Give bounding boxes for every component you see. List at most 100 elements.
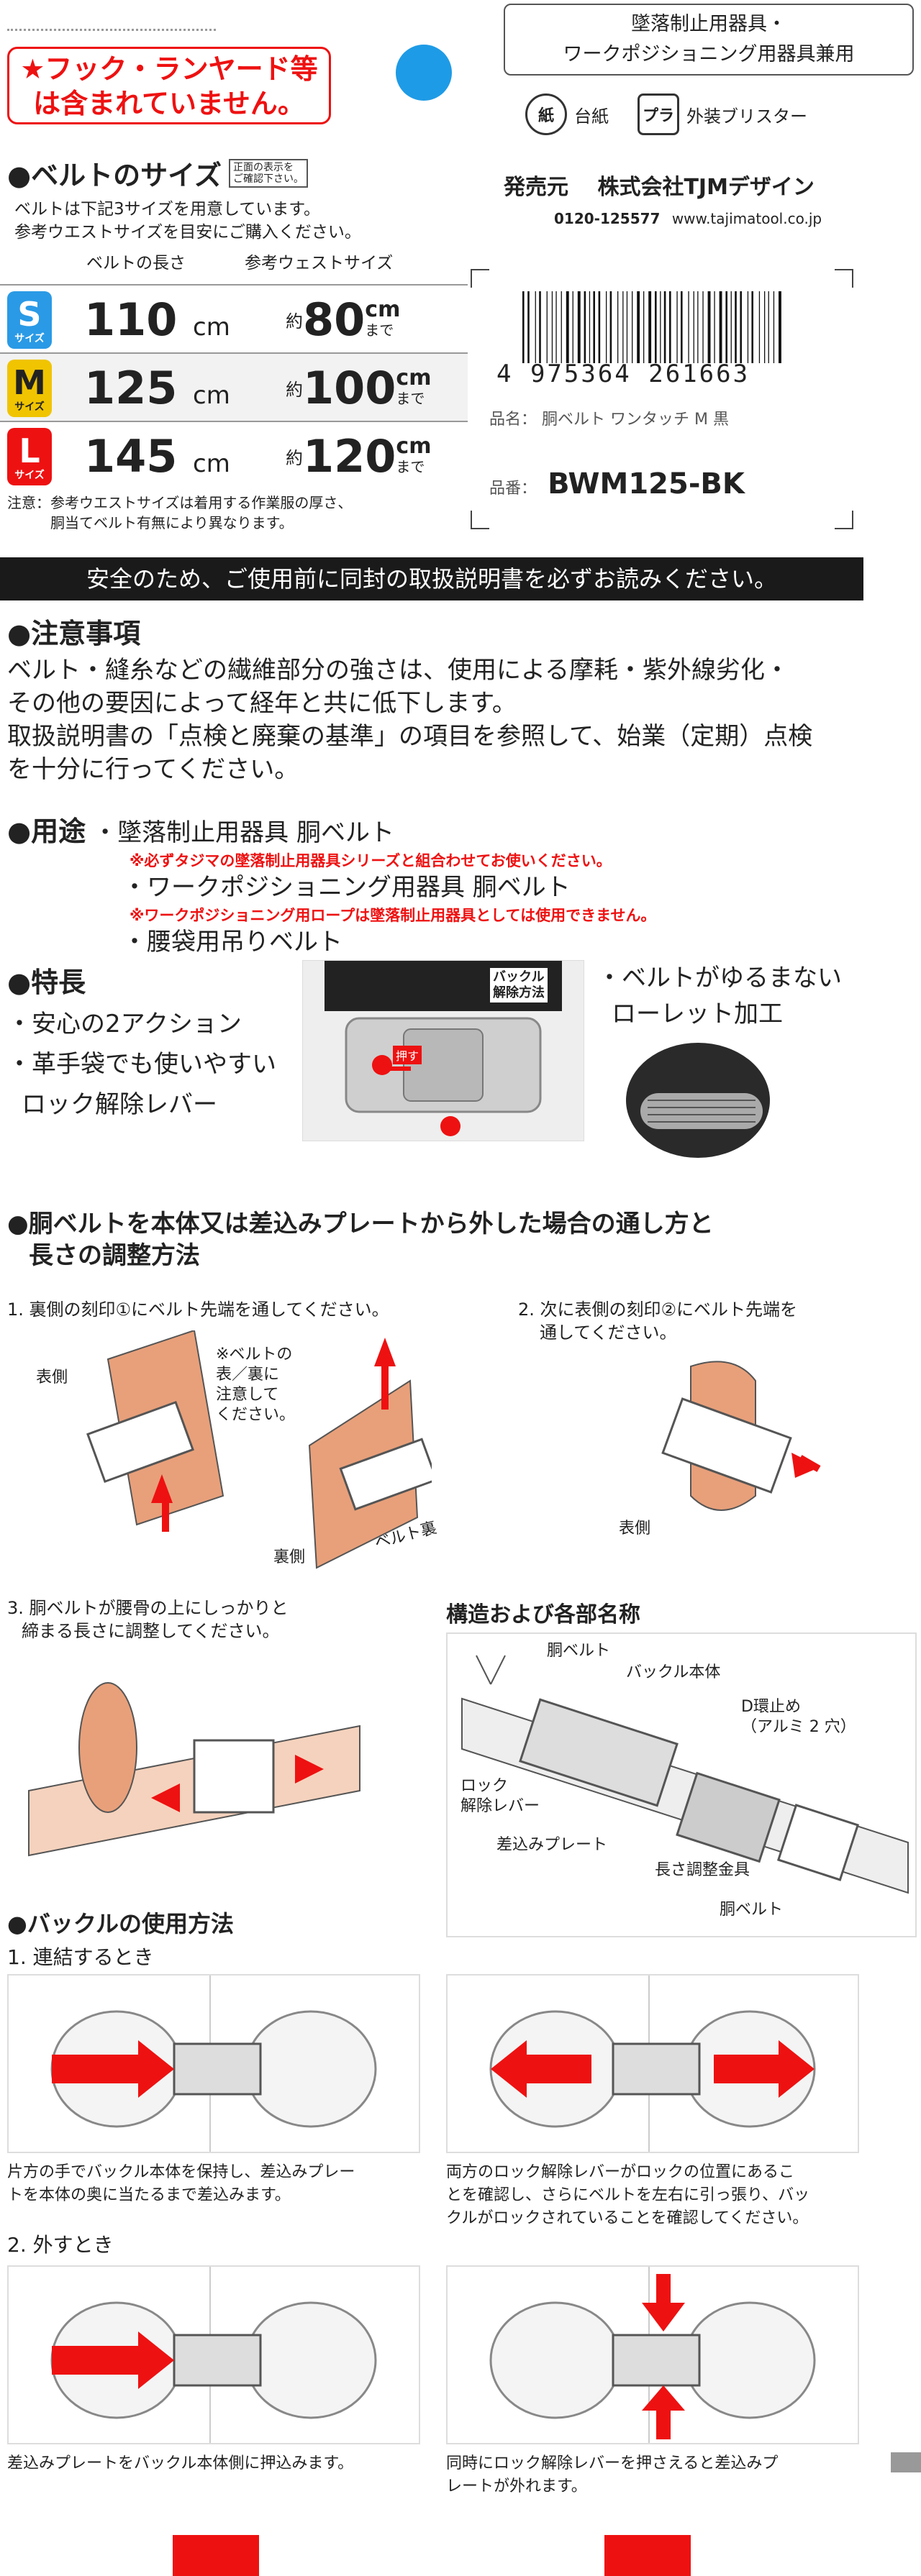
barcode-bar — [660, 291, 661, 363]
feature-1: ・安心の2アクション — [7, 1010, 242, 1038]
buckle-label-1: バックル — [493, 969, 545, 985]
barcode-bar — [577, 291, 581, 363]
length-unit: cm — [193, 449, 230, 478]
d-ring-1: D環止め — [741, 1698, 801, 1716]
step-2-line-2: 通してください。 — [540, 1323, 677, 1343]
usage-line-1: 墜落制止用器具・ — [631, 13, 786, 35]
note-3: 注意して — [216, 1386, 279, 1404]
waist-cm: cm — [365, 296, 401, 322]
seller-label: 発売元 — [504, 175, 568, 200]
warning-line-2: は含まれていません。 — [33, 88, 305, 119]
connect-heading: 1. 連結するとき — [7, 1945, 154, 1969]
release-illustration-1 — [7, 2265, 420, 2444]
belt-length: 125 cm — [84, 362, 235, 414]
barcode-bar — [669, 291, 671, 363]
barcode-bar — [688, 291, 689, 363]
connect-illustration-2 — [446, 1974, 859, 2153]
barcode-bar — [643, 291, 645, 363]
usage-type-box: 墜落制止用器具・ ワークポジショニング用器具兼用 — [504, 4, 914, 76]
structure-title: 構造および各部名称 — [446, 1602, 640, 1627]
desc-line-2: 参考ウエストサイズを目安にご購入ください。 — [14, 223, 361, 242]
barcode-bar — [764, 291, 766, 363]
structure-graphic — [461, 1655, 909, 1894]
waist-value: 120 — [303, 430, 396, 483]
note-4: ください。 — [216, 1406, 296, 1424]
step-2: 2. 次に表側の刻印②にベルト先端を 通してください。 — [518, 1298, 797, 1344]
struct-lock: ロック 解除レバー — [460, 1776, 540, 1817]
size-letter: L — [19, 431, 40, 470]
barcode-bar — [606, 291, 607, 363]
barcode-bar — [539, 291, 541, 363]
barcode-bar — [546, 291, 548, 363]
push-label: 押す — [393, 1046, 422, 1064]
title-note-1: 正面の表示を — [233, 161, 294, 173]
use-note-1: ※必ずタジマの墜落制止用器具シリーズと組合わせてお使いください。 — [130, 852, 612, 869]
note-line-1: 注意：参考ウエストサイズは着用する作業服の厚さ、 — [7, 494, 353, 511]
release-heading: 2. 外すとき — [7, 2233, 114, 2257]
barcode-bar — [566, 291, 569, 363]
step-1-note: ※ベルトの 表／裏に 注意して ください。 — [216, 1345, 295, 1425]
barcode-bar — [609, 291, 612, 363]
caution-line-3: 取扱説明書の「点検と廃棄の基準」の項目を参照して、始業（定期）点検 — [7, 722, 813, 751]
barcode-bar — [551, 291, 553, 363]
use-title: ●用途 — [7, 816, 86, 847]
belt-size-title: ●ベルトのサイズ — [7, 160, 222, 191]
feature-3: ロック解除レバー — [22, 1090, 217, 1119]
buckle-release-photo: バックル 解除方法 押す — [302, 960, 584, 1141]
lock-1: ロック — [460, 1777, 509, 1795]
step-1-illustration — [86, 1330, 432, 1569]
barcode-bar — [779, 291, 781, 363]
barcode-bar — [676, 291, 678, 363]
barcode-bar — [593, 291, 595, 363]
barcode-bar — [697, 291, 699, 363]
threading-title-1: ●胴ベルトを本体又は差込みプレートから外した場合の通し方と — [7, 1210, 714, 1238]
belt-size-heading: ●ベルトのサイズ 正面の表示を ご確認下さい。 — [7, 153, 309, 193]
approx-label: 約 — [286, 380, 303, 400]
r2-line-1: 同時にロック解除レバーを押さえると差込みプ — [446, 2454, 779, 2472]
product-name-label: 品名： — [489, 411, 537, 429]
front-label-2: 表側 — [619, 1520, 651, 1538]
feature-2: ・革手袋でも使いやすい — [7, 1050, 276, 1079]
length-unit: cm — [193, 381, 230, 410]
barcode-bar — [648, 291, 652, 363]
release-illustration-2 — [446, 2265, 859, 2444]
c1-line-2: トを本体の奥に当たるまで差込みます。 — [7, 2186, 291, 2204]
buckle-use-section: ●バックルの使用方法 1. 連結するとき — [7, 1906, 234, 1970]
struct-d-ring: D環止め （アルミ 2 穴） — [741, 1697, 856, 1737]
knurl-graphic — [640, 1093, 763, 1129]
waist-value: 80 — [303, 293, 366, 346]
plastic-label: 外装ブリスター — [686, 106, 807, 127]
barcode-bar — [522, 291, 525, 363]
barcode-bar — [758, 291, 761, 363]
barcode-bar — [584, 291, 586, 363]
barcode-bar — [730, 291, 732, 363]
size-letter: M — [13, 362, 46, 402]
length-unit: cm — [193, 313, 230, 342]
waist-cm: cm — [396, 433, 432, 459]
size-note: 注意：参考ウエストサイズは着用する作業服の厚さ、 胴当てベルト有無により異なりま… — [7, 493, 352, 533]
length-value: 145 — [84, 430, 178, 483]
size-letter: S — [17, 294, 42, 334]
paper-recycle-icon: 紙 — [525, 93, 567, 135]
seller-name: 株式会社TJMデザイン — [597, 175, 815, 200]
title-note-2: ご確認下さい。 — [233, 173, 304, 185]
feature-5: ローレット加工 — [612, 1000, 783, 1028]
plastic-recycle-icon: プラ — [638, 93, 679, 135]
col-length: ベルトの長さ — [86, 254, 186, 273]
usage-line-2: ワークポジショニング用器具兼用 — [563, 43, 855, 65]
features-section: ●特長 ・安心の2アクション ・革手袋でも使いやすい ロック解除レバー — [7, 960, 276, 1125]
barcode-bar — [655, 291, 657, 363]
note-1: ※ベルトの — [216, 1346, 293, 1364]
note-line-2: 胴当てベルト有無により異なります。 — [50, 514, 294, 531]
connect-caption-2: 両方のロック解除レバーがロックの位置にあるこ とを確認し、さらにベルトを左右に引… — [446, 2161, 809, 2230]
buckle-use-title: ●バックルの使用方法 — [7, 1910, 234, 1937]
structure-diagram — [446, 1632, 917, 1937]
lock-2: 解除レバー — [460, 1797, 540, 1815]
buckle-label-2: 解除方法 — [493, 985, 545, 1000]
caution-title: ●注意事項 — [7, 618, 141, 649]
struct-plate: 差込みプレート — [496, 1836, 608, 1854]
use-item-1: ・墜落制止用器具 胴ベルト — [93, 818, 394, 847]
length-value: 110 — [84, 293, 178, 346]
